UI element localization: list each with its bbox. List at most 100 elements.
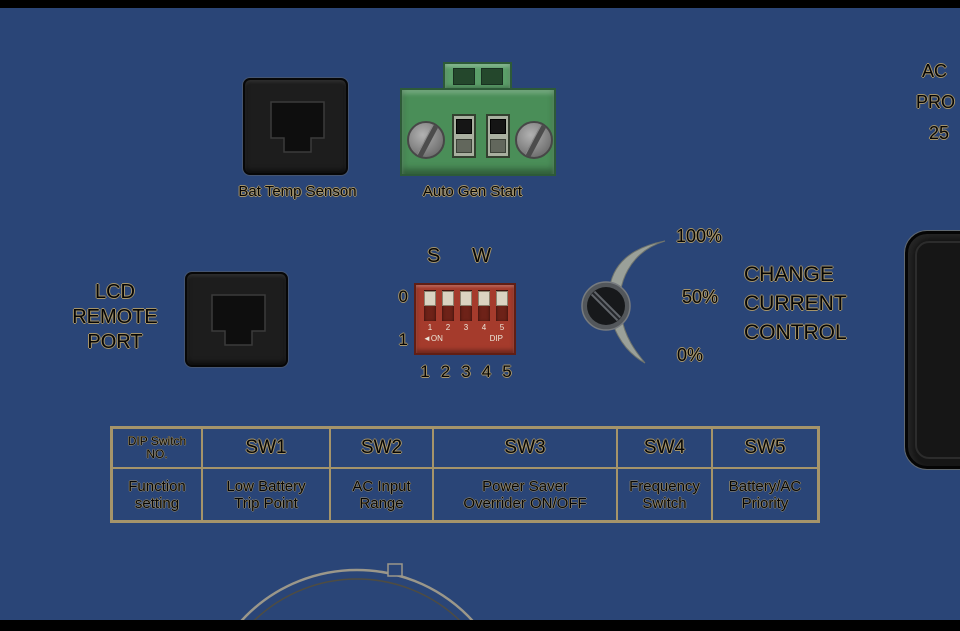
dip-face-digit: 5 <box>499 323 505 332</box>
table-cell-sw5-function: Battery/AC Priority <box>712 468 818 521</box>
screw-slot-icon <box>522 123 548 157</box>
pct-50-label: 50% <box>682 287 719 307</box>
fn-line: AC Input <box>352 477 411 495</box>
dip-switch-2 <box>442 290 454 321</box>
ccc-line1: CHANGE <box>744 263 834 286</box>
screw-terminal-left <box>407 121 445 159</box>
auto-gen-start-label: Auto Gen Start <box>422 183 523 200</box>
fn-line: Switch <box>642 494 687 512</box>
pot-slot-groove <box>592 292 620 320</box>
table-header-sw3: SW3 <box>433 428 617 468</box>
housing-inner-arc <box>243 578 471 631</box>
dip-function-table: DIP Switch NO. SW1 SW2 SW3 SW4 SW5 Funct… <box>110 426 820 523</box>
pct-100-label: 100% <box>676 226 723 246</box>
dip-on-marker: ◄ON <box>423 334 443 343</box>
clamp-plate <box>456 139 472 153</box>
dip-toggle <box>424 291 436 306</box>
clamp-plate <box>490 139 506 153</box>
rj-jack-icon <box>211 294 266 346</box>
current-control-potentiometer <box>581 240 666 364</box>
ac-line2: PRO <box>916 92 956 112</box>
bottom-fan-housing-arc <box>231 563 483 631</box>
table-header-sw2: SW2 <box>330 428 433 468</box>
ccc-line2: CURRENT <box>744 292 847 315</box>
wire-entry-right <box>481 68 503 85</box>
dip-face-digit: 2 <box>445 323 451 332</box>
clamp-opening <box>490 119 506 134</box>
dip-switch-1 <box>424 290 436 321</box>
ac-line1: AC <box>922 61 948 81</box>
lcd-label-line3: PORT <box>87 331 143 353</box>
screw-terminal-right <box>515 121 553 159</box>
lcd-label-line1: LCD <box>94 281 135 303</box>
dip-number: 2 <box>440 362 451 381</box>
fn-line: Frequency <box>629 477 700 495</box>
table-cell-function-setting: Function setting <box>112 468 202 521</box>
ccc-line3: CONTROL <box>744 321 847 344</box>
connector-top-block <box>443 62 512 92</box>
table-cell-sw4-function: Frequency Switch <box>617 468 712 521</box>
fn-line: Power Saver <box>482 477 568 495</box>
dip-number: 4 <box>481 362 492 381</box>
dip-face-digit: 1 <box>427 323 433 332</box>
table-header-dip-no: DIP Switch NO. <box>112 428 202 468</box>
lcd-remote-port-label: LCD REMOTE PORT <box>60 280 170 355</box>
housing-tab <box>387 563 403 577</box>
dip-face-numbers: 1 2 3 4 5 <box>423 323 509 332</box>
fn-line: Battery/AC <box>728 477 802 495</box>
pct-0-label: 0% <box>677 345 704 365</box>
dip-face-markings: ◄ON DIP <box>423 334 503 343</box>
table-cell-sw1-function: Low Battery Trip Point <box>202 468 330 521</box>
fn-line: Overrider ON/OFF <box>463 494 587 512</box>
dip-number: 1 <box>420 362 430 381</box>
connector-body <box>400 88 556 176</box>
screw-slot-icon <box>414 123 440 157</box>
dip-bottom-numbers: 1 2 3 4 5 <box>418 362 514 382</box>
fn-line: Low Battery <box>226 477 306 495</box>
dip-number: 5 <box>502 362 512 381</box>
dip-face-digit: 3 <box>463 323 469 332</box>
hdr-line: NO. <box>146 447 168 461</box>
fn-line: Range <box>359 494 404 512</box>
dip-toggle <box>460 291 472 306</box>
wire-clamp-right <box>486 114 510 158</box>
dip-letter-w: W <box>472 245 491 267</box>
bat-temp-sensor-port <box>243 78 348 175</box>
dip-sw-letters: S W <box>427 245 491 268</box>
dip-letter-s: S <box>427 245 441 267</box>
ac-line3: 25 <box>929 123 950 143</box>
letterbox-bottom <box>0 620 960 631</box>
dip-switch-3 <box>460 290 472 321</box>
dip-toggle <box>442 291 454 306</box>
table-cell-sw3-function: Power Saver Overrider ON/OFF <box>433 468 617 521</box>
fn-line: Function <box>128 477 186 495</box>
lcd-remote-port <box>185 272 288 367</box>
table-header-sw4: SW4 <box>617 428 712 468</box>
dip-toggle <box>496 291 508 306</box>
lcd-label-line2: REMOTE <box>72 306 158 328</box>
dip-number: 3 <box>461 362 471 381</box>
fn-line: setting <box>134 494 180 512</box>
right-edge-module <box>905 231 960 469</box>
change-current-control-label: CHANGE CURRENT CONTROL <box>744 260 847 347</box>
dip-switch-5 <box>496 290 508 321</box>
table-cell-sw2-function: AC Input Range <box>330 468 433 521</box>
dip-switch-4 <box>478 290 490 321</box>
letterbox-top <box>0 0 960 8</box>
dip-position-1: 1 <box>398 330 408 349</box>
clamp-opening <box>456 119 472 134</box>
fn-line: Trip Point <box>234 494 298 512</box>
dip-position-0: 0 <box>398 287 408 306</box>
bat-temp-sensor-label: Bat Temp Senson <box>238 183 357 200</box>
table-header-sw5: SW5 <box>712 428 818 468</box>
wire-entry-left <box>453 68 475 85</box>
wire-clamp-left <box>452 114 476 158</box>
rotation-range-swoosh <box>608 240 666 364</box>
ac-protector-label-clipped: AC PRO 25 <box>915 56 960 149</box>
dip-face-digit: 4 <box>481 323 487 332</box>
dip-dip-marker: DIP <box>489 334 503 343</box>
fn-line: Priority <box>741 494 789 512</box>
auto-gen-start-connector <box>400 60 558 178</box>
dip-switch-block: 1 2 3 4 5 ◄ON DIP <box>414 283 516 355</box>
